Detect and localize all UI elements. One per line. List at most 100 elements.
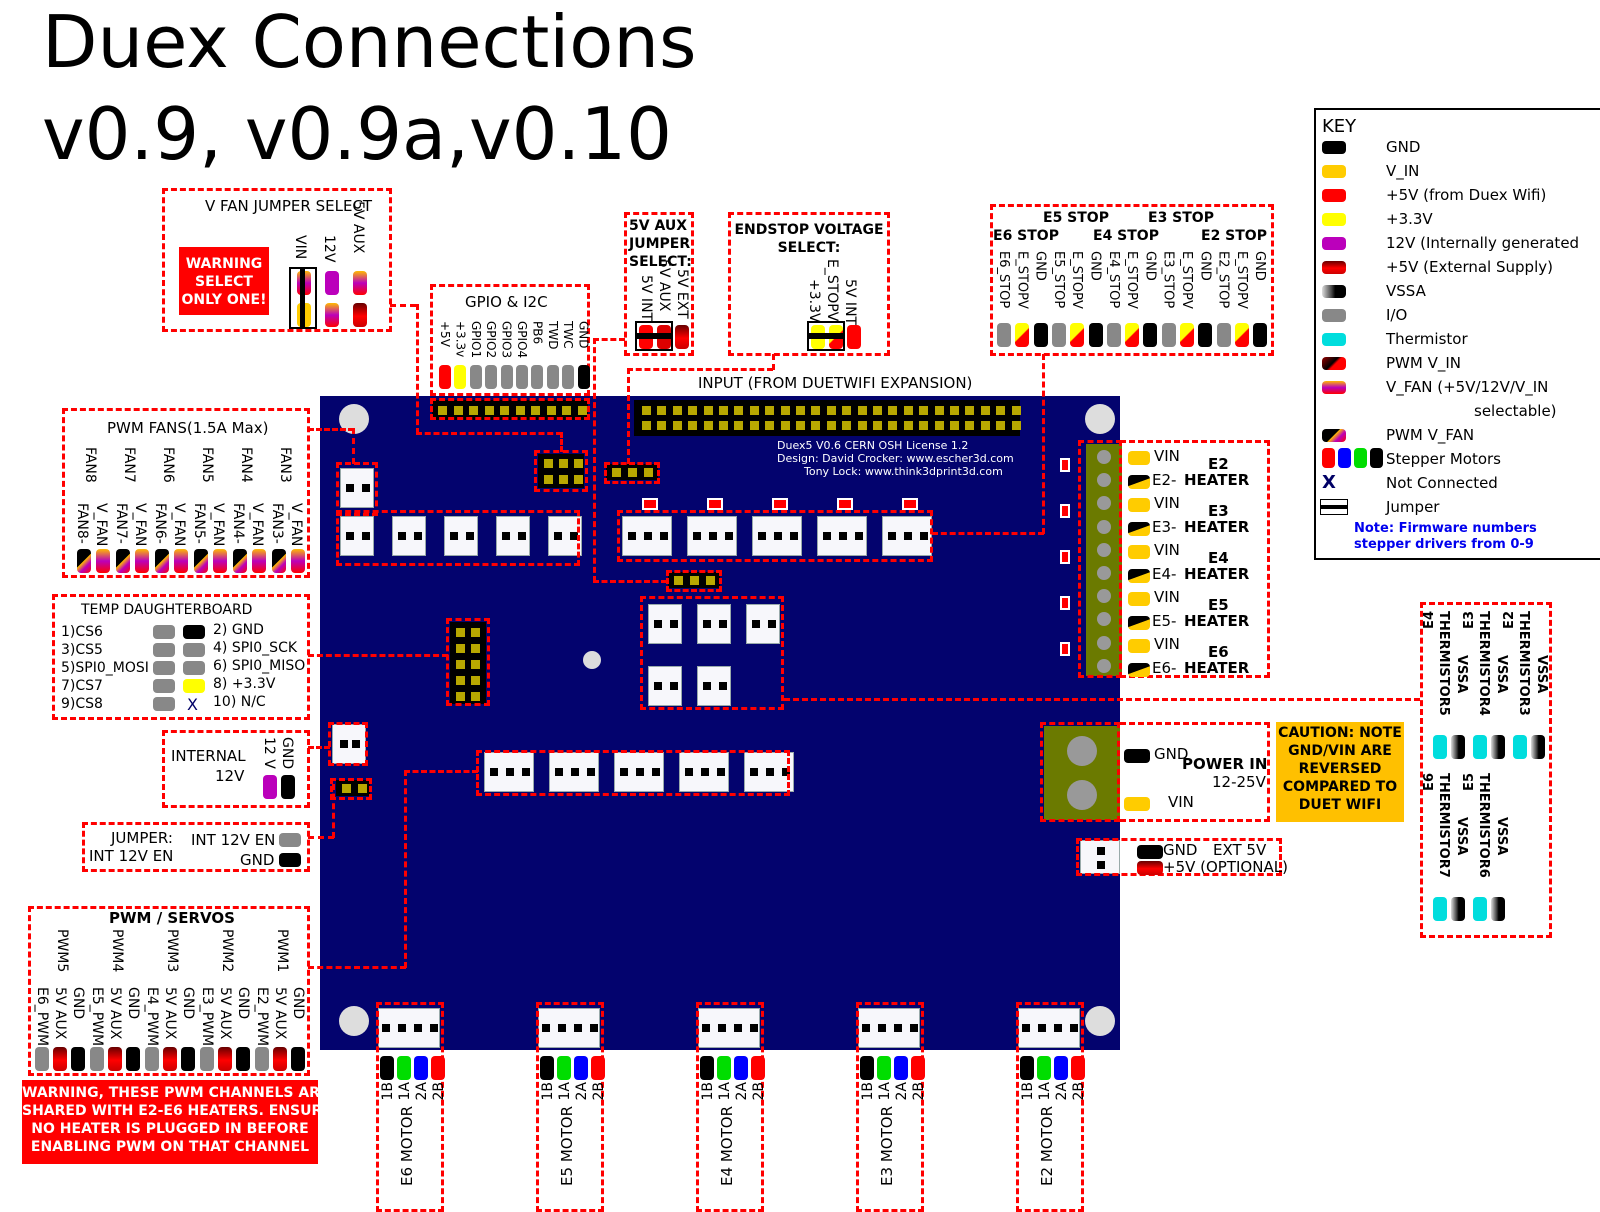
motor-pin-label: 2A [574, 1082, 590, 1101]
aux-pin-label: 5V AUX [656, 259, 672, 312]
fan-name: FAN4 [238, 447, 254, 483]
fan-neg-label: FAN5- [191, 503, 207, 544]
connector-pin [506, 768, 514, 776]
gnd-label: GND [1163, 841, 1198, 859]
fan-vfan-pin [174, 549, 188, 573]
tdb-pin [183, 625, 205, 639]
tdb-right-label: 6) SPI0_MISO [213, 658, 306, 674]
terminal-screw [1097, 519, 1111, 534]
header-pad [574, 475, 583, 484]
terminal-screw [1097, 589, 1111, 604]
gnd-pin [279, 853, 301, 867]
motor-pin-label: 2B [431, 1082, 447, 1101]
key-heading: KEY [1322, 116, 1357, 137]
gpio-pin-label: +5V [438, 321, 452, 347]
io-swatch [1322, 309, 1346, 322]
motor-pin-label: 1A [717, 1082, 733, 1101]
connector-pin [1070, 1024, 1078, 1032]
header-pad [980, 406, 990, 415]
tdb-pin [183, 661, 205, 675]
gpio-pin-label: GPIO1 [468, 321, 483, 359]
header-pad [842, 406, 852, 415]
endstop-pin [997, 323, 1011, 347]
thermistor-connectors-callout [640, 596, 784, 710]
connector-pin [620, 768, 628, 776]
stepper-swatch [1354, 448, 1367, 468]
leader-line [627, 368, 630, 464]
int12v-jumper-header [336, 780, 370, 796]
int12v-jumper-callout: JUMPER: INT 12V EN INT 12V EN GND [82, 822, 310, 872]
key-row: VSSA [1316, 282, 1600, 302]
pwmvin-swatch [1322, 357, 1346, 370]
gpio-pin-label: +3.3v [453, 321, 468, 358]
servo-pin [145, 1047, 159, 1071]
silkscreen-line: Duex5 V0.6 CERN OSH License 1.2 [777, 439, 969, 452]
vssa-label: VSSA [1494, 817, 1509, 856]
header-pad [703, 406, 713, 415]
estop-pin-label: +3.3V [806, 279, 822, 323]
connector-pin [1022, 1024, 1030, 1032]
endstop-pin [1234, 323, 1249, 347]
motor-pin [414, 1056, 428, 1080]
estop-header-callout [666, 570, 722, 592]
fan-neg-pin [116, 549, 130, 573]
5v-aux-pin [353, 303, 367, 327]
key-note: Note: Firmware numbers [1354, 521, 1537, 536]
endstop-connector [752, 516, 802, 556]
gpio-pin-label: GPIO3 [499, 321, 514, 359]
jumper-bar [300, 267, 305, 329]
leader-line [308, 836, 334, 839]
jumper-bar [1321, 505, 1347, 509]
connector-pin [398, 1024, 406, 1032]
motor-pin [911, 1056, 925, 1080]
endstop-pin [1033, 323, 1048, 347]
motor-pin [1054, 1056, 1068, 1080]
endstop-pin-label: E5_STOP [1050, 251, 1066, 309]
connector-pin [522, 768, 530, 776]
connector-pin [636, 768, 644, 776]
tdb-pin [153, 625, 175, 639]
fan-connector [444, 516, 478, 556]
header-pad [857, 406, 867, 415]
header-pad [471, 692, 480, 701]
heater-vin-label: VIN [1154, 494, 1180, 512]
header-pad [950, 421, 959, 430]
connector-pin [346, 484, 354, 492]
heater-vin-label: VIN [1154, 541, 1180, 559]
connector-pin [878, 1024, 886, 1032]
heater-terminal-block [1086, 444, 1122, 676]
gpio-header [432, 400, 588, 420]
heater-name: E5 [1208, 596, 1229, 614]
mount-hole [583, 651, 601, 669]
input-expansion-header [634, 400, 1021, 436]
endstop-pin [1198, 323, 1213, 347]
terminal-screw [1097, 566, 1111, 580]
header-pad [688, 421, 698, 430]
gpio-header-callout [430, 398, 590, 420]
leader-line [308, 654, 448, 657]
header-pad [471, 644, 480, 653]
connector-pin [888, 532, 896, 540]
endstop-pin-label: E_STOPV [1179, 251, 1194, 309]
vfan-pin-label: 12V [321, 235, 337, 263]
header-pad [469, 406, 478, 415]
heater-neg-pin [1128, 663, 1150, 677]
header-pad [484, 406, 494, 415]
vin-label: VIN [1168, 793, 1194, 811]
servo-pin-label: E4_PWM [144, 987, 160, 1047]
thermistor-pin [1473, 735, 1487, 759]
connector-pin [652, 768, 660, 776]
header-pad [903, 421, 913, 430]
header-pad [934, 406, 944, 415]
header-pad [471, 676, 480, 685]
key-row: V_FAN (+5V/12V/V_IN [1316, 378, 1600, 398]
header-pad [342, 784, 351, 793]
servo-pin-label: GND [290, 987, 306, 1020]
key-row: selectable) [1316, 402, 1600, 422]
gnd-swatch [1322, 141, 1346, 154]
pcb-board: Duex5 V0.6 CERN OSH License 1.2 Design: … [320, 396, 1122, 1050]
status-led [902, 498, 918, 510]
connector-pin [920, 532, 928, 540]
heater-neg-pin [1128, 522, 1150, 536]
